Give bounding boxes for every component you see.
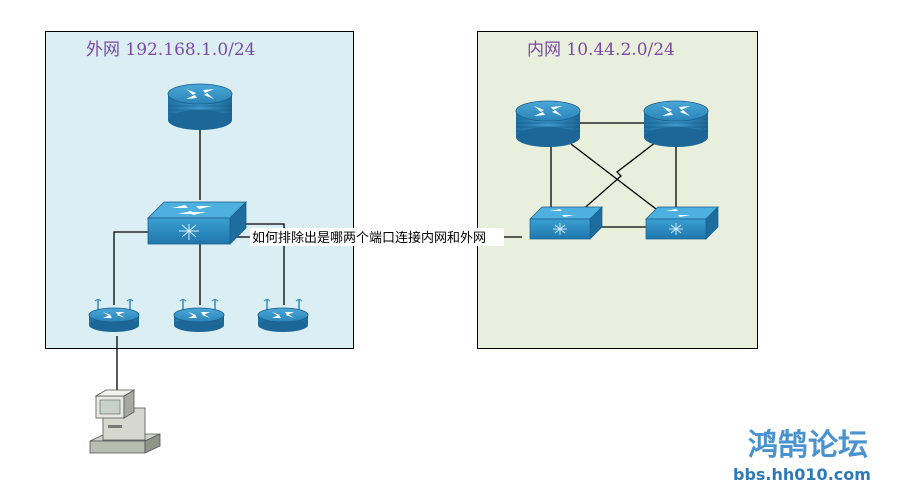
link-r2-s1: [579, 141, 657, 213]
inner-router-icon[interactable]: [643, 100, 709, 148]
pc-icon[interactable]: [89, 389, 161, 454]
outer-router-icon[interactable]: [167, 83, 233, 131]
question-label: 如何排除出是哪两个端口连接内网和外网: [252, 230, 486, 246]
link-switch-ap3: [242, 223, 285, 305]
inner-switch-icon[interactable]: [645, 206, 719, 240]
link-r1-s2: [570, 143, 661, 213]
watermark-title: 鸿鹄论坛: [748, 428, 868, 463]
inner-switch-icon[interactable]: [529, 206, 603, 240]
inner-router-icon[interactable]: [515, 100, 581, 148]
inner-network-zone: [477, 31, 758, 349]
site-watermark: 鸿鹄论坛 bbs.hh010.com: [733, 428, 871, 484]
watermark-url: bbs.hh010.com: [733, 465, 871, 484]
inner-zone-label: 内网 10.44.2.0/24: [527, 40, 675, 60]
outer-switch-icon[interactable]: [147, 201, 247, 245]
link-switch-ap1: [113, 231, 150, 305]
question-label-bg: [250, 228, 504, 246]
outer-zone-label: 外网 192.168.1.0/24: [86, 40, 256, 60]
inner-links: [550, 122, 677, 228]
